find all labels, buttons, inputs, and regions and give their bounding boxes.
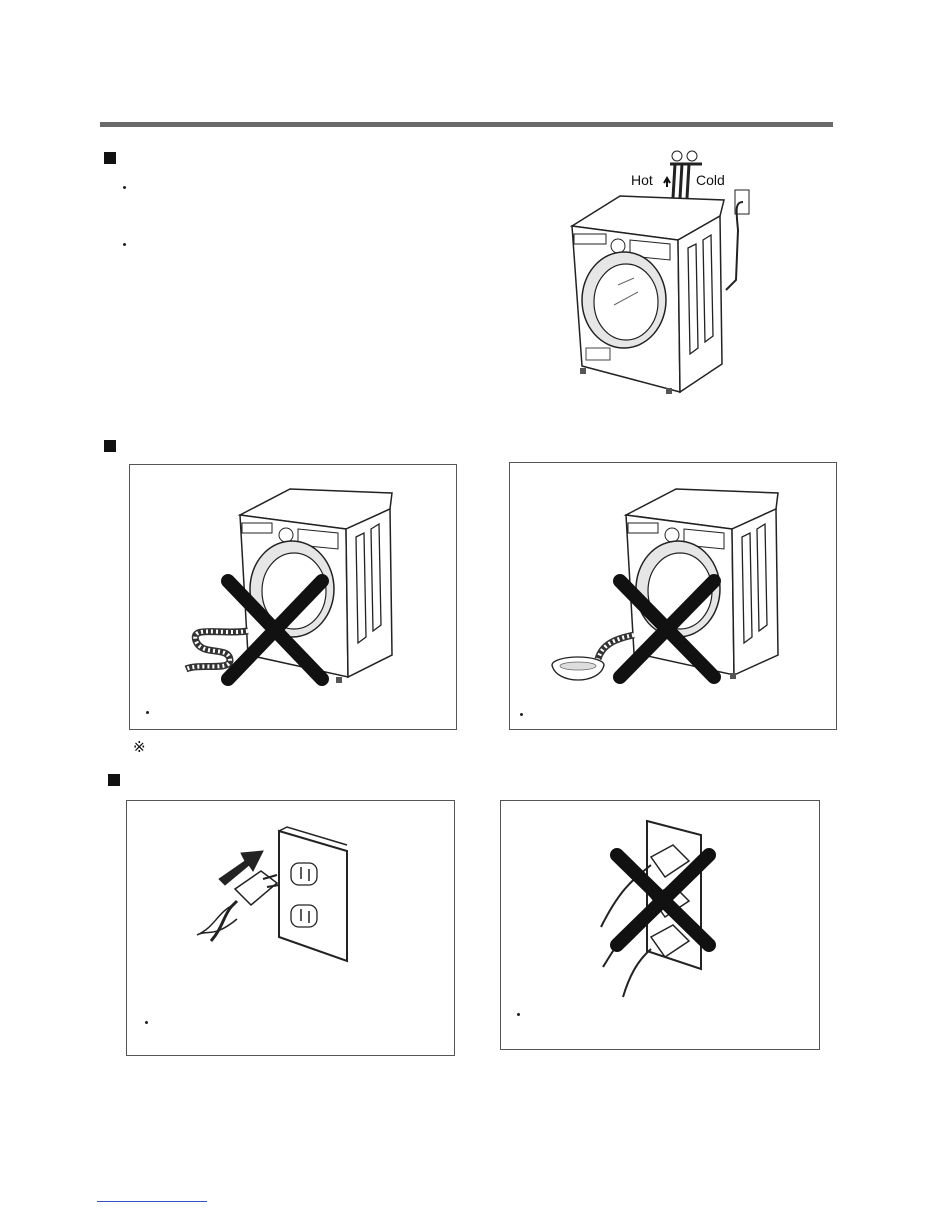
panel-caption-bullet — [517, 1013, 520, 1016]
x-mark-icon — [130, 465, 456, 729]
section-2-marker — [104, 440, 116, 452]
note-symbol: ※ — [133, 738, 146, 756]
footer-link-underline[interactable] — [97, 1201, 207, 1202]
panel-caption-bullet — [145, 1021, 148, 1024]
section-1-bullet-1 — [123, 186, 126, 189]
washer-hookup-drawing — [560, 140, 760, 400]
section-1-marker — [104, 152, 116, 164]
cold-label: Cold — [696, 172, 725, 188]
washer-hookup-illustration — [560, 140, 760, 400]
section-3-marker — [108, 774, 120, 786]
x-mark-icon — [510, 463, 836, 729]
header-rule — [100, 122, 833, 127]
drain-hose-basin-panel — [509, 462, 837, 730]
plug-insert-panel — [126, 800, 455, 1056]
plug-insert-arrow-icon — [127, 801, 454, 1055]
panel-caption-bullet — [146, 711, 149, 714]
drain-hose-floor-panel — [129, 464, 457, 730]
section-1-bullet-2 — [123, 243, 126, 246]
hot-label: Hot — [631, 172, 653, 188]
multi-plug-panel — [500, 800, 820, 1050]
panel-caption-bullet — [520, 713, 523, 716]
x-mark-icon — [501, 801, 819, 1049]
